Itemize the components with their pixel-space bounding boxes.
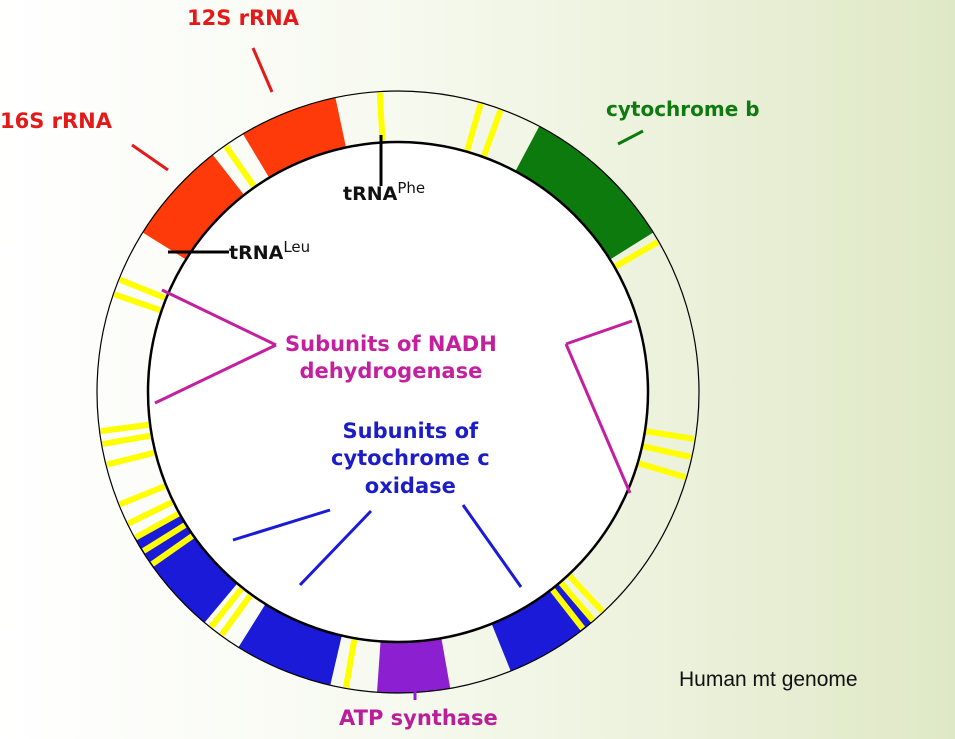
trna-band xyxy=(219,593,253,637)
trna-band xyxy=(141,522,187,554)
label-12s-rrna: 12S rRNA xyxy=(187,6,300,30)
trna-band xyxy=(550,587,586,631)
label-16s-rrna: 16S rRNA xyxy=(0,109,113,133)
label-cytochrome-b: cytochrome b xyxy=(606,97,760,121)
trna-band xyxy=(376,92,386,142)
leader-cox-2 xyxy=(298,509,373,587)
label-trna-leu: tRNALeu xyxy=(229,240,310,263)
caption: Human mt genome xyxy=(679,668,858,691)
leader-nadh-4 xyxy=(564,343,632,494)
trna-band xyxy=(613,239,660,270)
trna-band xyxy=(150,533,195,567)
trna-band xyxy=(113,291,162,314)
segment-12s-rrna xyxy=(242,97,347,178)
trna-band xyxy=(100,421,150,435)
label-atp-synthase: ATP synthase xyxy=(339,706,498,730)
segment-cytochrome-b xyxy=(515,126,654,260)
trna-band xyxy=(134,511,180,541)
trna-band xyxy=(566,573,605,614)
leader-12s-rrna xyxy=(251,47,274,93)
ring-outer-outline xyxy=(96,90,700,694)
segment-cox-2 xyxy=(238,604,342,686)
trna-band xyxy=(342,638,358,688)
leader-nadh-3 xyxy=(565,319,633,346)
trna-band xyxy=(118,483,167,508)
ring-inner-outline xyxy=(146,140,650,644)
label-cox-line2: cytochrome c xyxy=(331,446,490,471)
trna-band xyxy=(106,449,156,468)
leader-nadh-2 xyxy=(154,343,277,405)
trna-band xyxy=(127,499,174,527)
trna-band xyxy=(223,144,257,189)
trna-band xyxy=(637,460,687,481)
trna-band xyxy=(208,586,245,629)
label-trna-leu-main: tRNA xyxy=(229,242,284,264)
label-cox-line1: Subunits of xyxy=(342,419,479,443)
label-trna-leu-sup: Leu xyxy=(283,238,311,256)
leader-lines xyxy=(131,47,644,700)
trna-band xyxy=(481,109,504,158)
label-nadh-line2: dehydrogenase xyxy=(299,359,483,384)
leader-cytochrome-b xyxy=(617,129,644,146)
leader-16s-rrna xyxy=(131,143,169,172)
label-trna-phe-main: tRNA xyxy=(343,183,398,205)
ring-segments xyxy=(134,97,654,693)
segment-16s-rrna xyxy=(142,154,245,260)
leader-cox-3 xyxy=(461,504,523,588)
trna-band xyxy=(464,102,484,152)
leader-cox-1 xyxy=(232,508,331,542)
label-nadh-line1: Subunits of NADH xyxy=(285,332,497,356)
trna-band xyxy=(558,580,596,623)
trna-band xyxy=(102,432,152,448)
leader-nadh-1 xyxy=(161,288,277,347)
label-trna-phe: tRNAPhe xyxy=(343,181,425,204)
trna-bands xyxy=(100,92,695,688)
label-cox-line3: oxidase xyxy=(364,473,456,498)
label-trna-phe-sup: Phe xyxy=(397,179,426,197)
label-nadh-dehydrogenase: Subunits of NADH dehydrogenase xyxy=(285,331,497,386)
trna-band xyxy=(642,443,692,460)
trna-band xyxy=(645,428,695,442)
trna-band xyxy=(118,276,167,301)
